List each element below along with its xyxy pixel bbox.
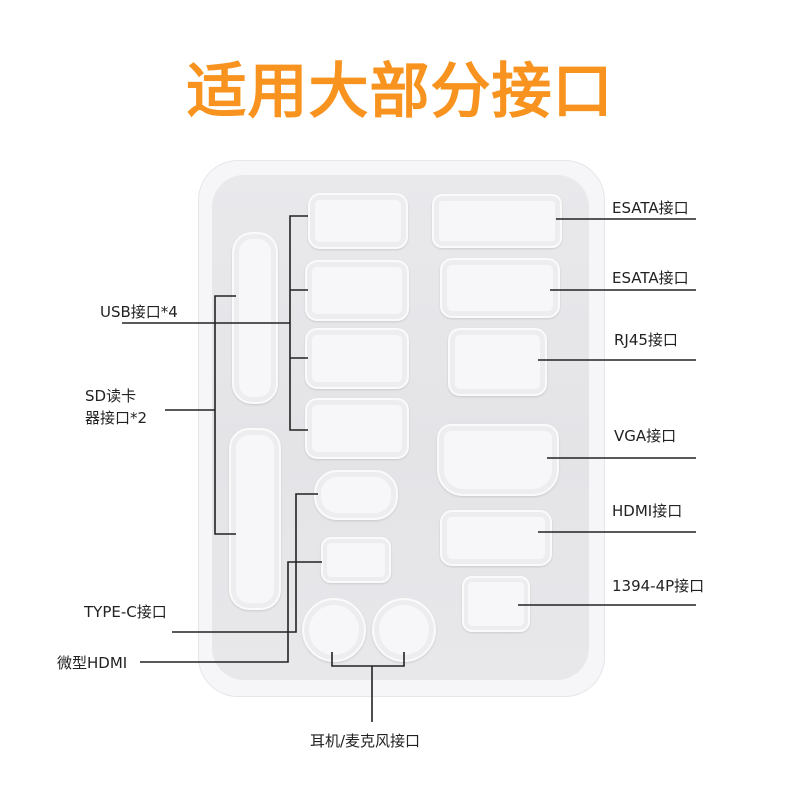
typec-plug — [314, 470, 398, 520]
rj45-plug — [448, 328, 547, 396]
label-usb: USB接口*4 — [100, 303, 178, 321]
micro-hdmi-plug — [321, 537, 391, 583]
vga-plug — [437, 424, 559, 496]
usb-plug-1 — [308, 193, 408, 249]
sd-plug-1 — [232, 232, 278, 404]
label-micro-hdmi: 微型HDMI — [57, 654, 128, 672]
label-1394: 1394-4P接口 — [612, 577, 705, 595]
audio-plug-2 — [372, 598, 436, 662]
usb-plug-2 — [305, 260, 409, 321]
p1394-plug — [462, 576, 530, 632]
sd-plug-2 — [229, 428, 281, 610]
esata-plug-2 — [440, 258, 560, 318]
label-rj45: RJ45接口 — [614, 331, 678, 349]
label-esata-2: ESATA接口 — [612, 269, 689, 287]
usb-plug-4 — [305, 398, 409, 459]
hdmi-plug — [440, 510, 552, 566]
label-typec: TYPE-C接口 — [84, 603, 167, 621]
audio-plug-1 — [302, 598, 366, 662]
label-vga: VGA接口 — [614, 427, 677, 445]
label-sd-line2: 器接口*2 — [85, 409, 148, 427]
label-esata-1: ESATA接口 — [612, 199, 689, 217]
label-sd-line1: SD读卡 — [85, 387, 137, 405]
label-audio: 耳机/麦克风接口 — [310, 732, 421, 750]
page-title: 适用大部分接口 — [186, 57, 614, 127]
label-hdmi: HDMI接口 — [612, 502, 683, 520]
esata-plug-1 — [432, 194, 562, 248]
usb-plug-3 — [305, 328, 409, 389]
